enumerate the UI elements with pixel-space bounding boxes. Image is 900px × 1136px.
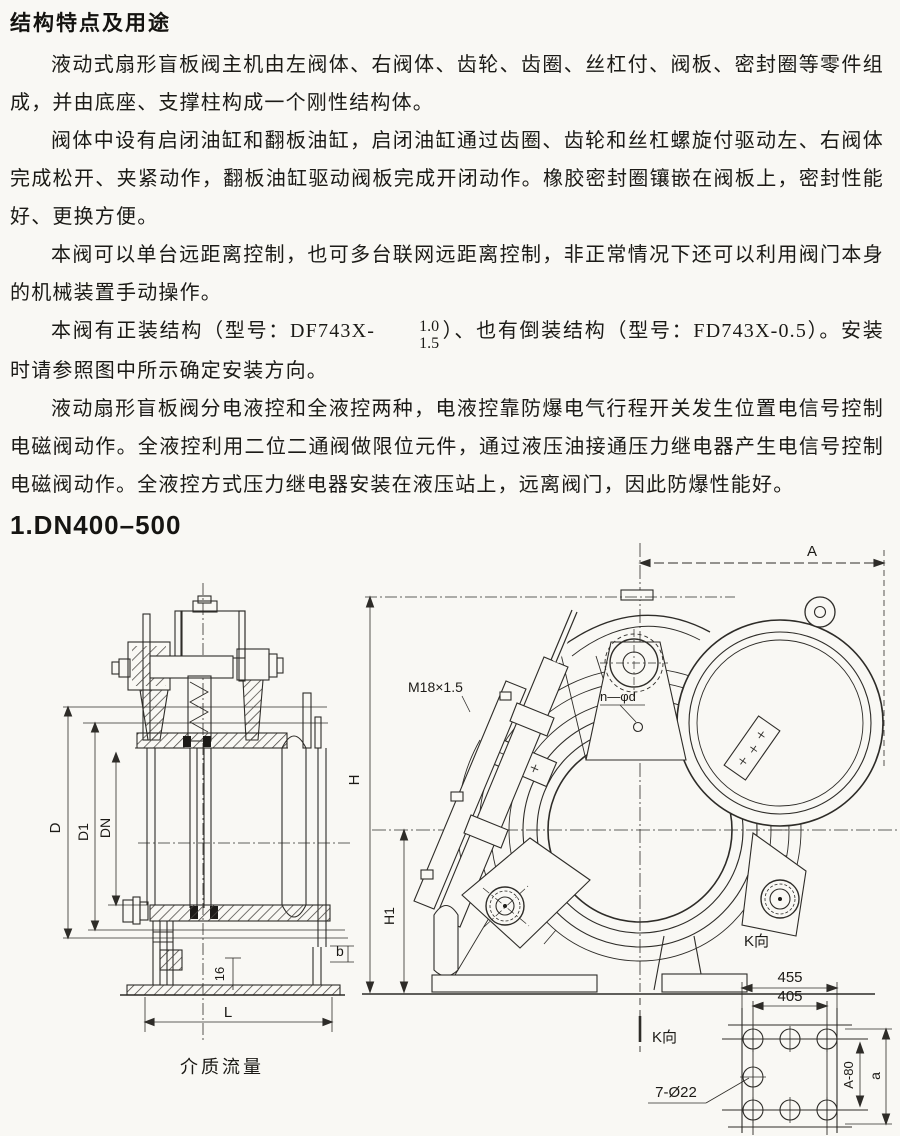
- valve-body-section: [120, 692, 345, 996]
- dim-label-H: H: [346, 775, 363, 786]
- pedestal-base: [362, 935, 875, 995]
- left-view-dimensions: D D1 DN b 16 L: [47, 705, 354, 1032]
- actuator-assembly: [111, 595, 284, 742]
- dim-label-A80: A-80: [841, 1061, 856, 1088]
- fraction-bottom: 1.5: [419, 335, 440, 352]
- dim-label-b: b: [336, 943, 344, 959]
- dim-label-A: A: [807, 543, 817, 560]
- dim-label-405: 405: [777, 988, 802, 1005]
- right-view-dimensions: H H1 A M18×1.5 n—φd K向 K向: [346, 543, 886, 1052]
- dim-label-D: D: [47, 822, 64, 833]
- dim-label-a: a: [867, 1072, 883, 1080]
- thread-label: M18×1.5: [408, 679, 463, 695]
- holes-count-label: 7-Ø22: [655, 1084, 697, 1101]
- top-bracket: [585, 629, 687, 761]
- k-view-label: K向: [744, 933, 769, 950]
- paragraph-2: 阀体中设有启闭油缸和翻板油缸，启闭油缸通过齿圈、齿轮和丝杠螺旋付驱动左、右阀体完…: [10, 130, 884, 228]
- hydraulic-cylinders: [413, 609, 580, 977]
- right-front-view: H H1 A M18×1.5 n—φd K向 K向: [346, 543, 898, 1052]
- left-view-caption: 介质流量: [180, 1057, 264, 1077]
- bolt-pattern-detail: 455 405 A-80 a 7-Ø22: [648, 969, 892, 1135]
- model-text-before: 本阀有正装结构（型号：DF743X-: [51, 320, 376, 342]
- left-section-view: D D1 DN b 16 L 介质流量: [47, 583, 354, 1077]
- page-title: 结构特点及用途: [10, 12, 171, 35]
- clamp-pad-right: [723, 715, 781, 781]
- dim-label-L: L: [224, 1004, 232, 1021]
- bolt-holes: [740, 1026, 838, 1123]
- k-view-label-2: K向: [652, 1029, 677, 1046]
- paragraph-5: 液动扇形盲板阀分电液控和全液控两种，电液控靠防爆电气行程开关发生位置电信号控制电…: [10, 398, 884, 497]
- paragraph-1: 液动式扇形盲板阀主机由左阀体、右阀体、齿轮、齿圈、丝杠付、阀板、密封圈等零件组成…: [10, 54, 884, 114]
- text-block: 结构特点及用途 液动式扇形盲板阀主机由左阀体、右阀体、齿轮、齿圈、丝杠付、阀板、…: [0, 0, 900, 541]
- dim-label-H1: H1: [381, 907, 397, 925]
- fraction-top: 1.0: [419, 317, 440, 335]
- dim-label-DN: DN: [97, 818, 113, 838]
- section-heading: 1.DN400–500: [10, 510, 182, 541]
- paragraph-3: 本阀可以单台远距离控制，也可多台联网远距离控制，非正常情况下还可以利用阀门本身的…: [10, 244, 884, 304]
- dim-label-D1: D1: [75, 823, 91, 841]
- bolt-holes-label: n—φd: [600, 689, 636, 704]
- dim-label-16: 16: [212, 967, 227, 981]
- dim-label-455: 455: [777, 969, 802, 986]
- lower-right-bracket: [741, 832, 807, 937]
- lower-left-bracket: [461, 837, 591, 949]
- model-text-after: ）、也有倒装结构（型号：FD743X-0.5）。安装时请参照图中所示确定安装方向…: [10, 320, 884, 383]
